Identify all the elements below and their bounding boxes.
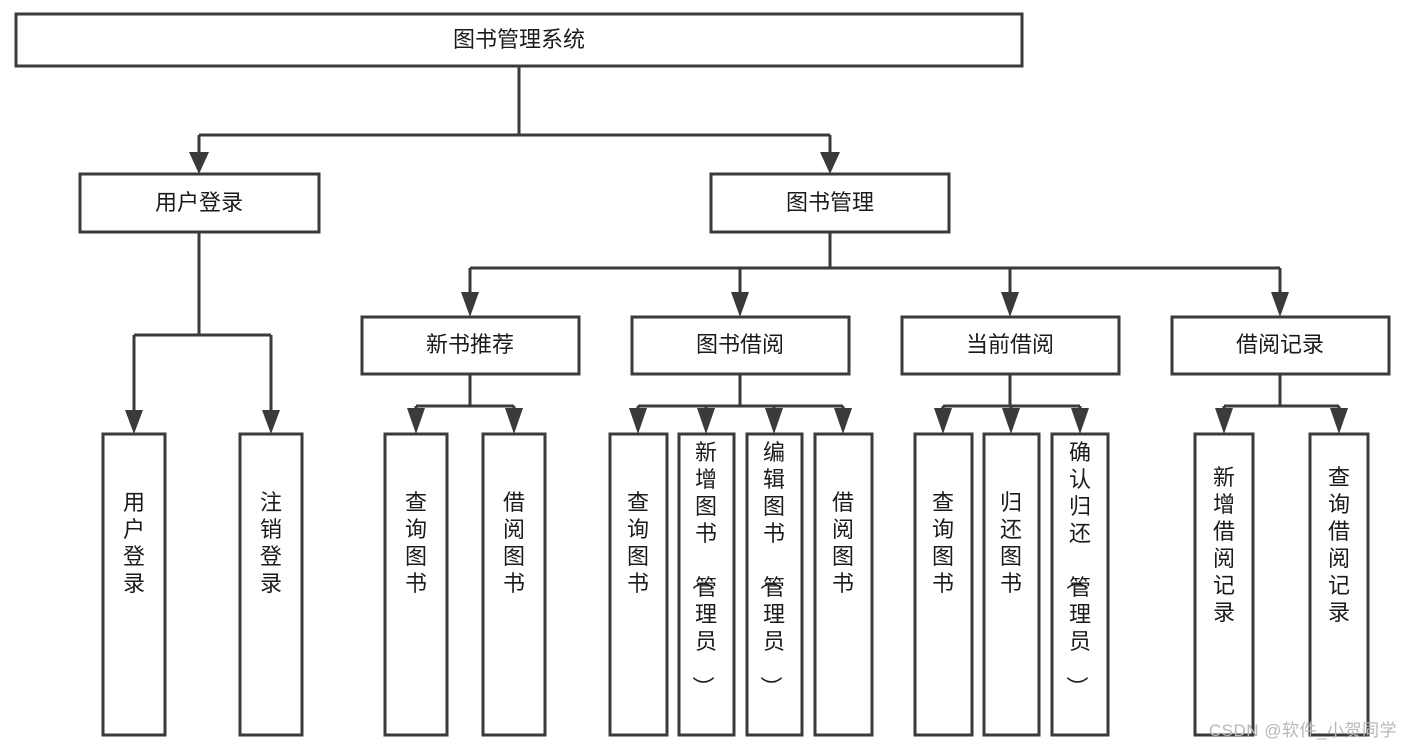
node-leaf-return-book-box[interactable] (982, 432, 1041, 737)
arrow-head-borrow-record (1271, 292, 1289, 317)
node-leaf-query-record-box[interactable] (1308, 432, 1370, 737)
node-current-borrow-label: 当前借阅 (966, 332, 1054, 357)
node-leaf-query-book-1-box[interactable] (383, 432, 449, 737)
arrow-head-leaf-add-record (1215, 408, 1233, 434)
node-leaf-user-login[interactable]: 用户登录 (101, 432, 167, 737)
node-leaf-user-login-label: 用户登录 (123, 490, 145, 596)
node-leaf-user-login-box[interactable] (101, 432, 167, 737)
node-leaf-return-book-label: 归还图书 (1000, 490, 1022, 596)
node-leaf-add-book[interactable]: 新增图书（管理员） (677, 432, 736, 737)
node-borrow-record-box[interactable] (1170, 315, 1391, 376)
node-root-label: 图书管理系统 (453, 27, 585, 52)
node-leaf-query-book-1[interactable]: 查询图书 (383, 432, 449, 737)
node-leaf-query-book-3[interactable]: 查询图书 (913, 432, 974, 737)
node-leaf-confirm-return[interactable]: 确认归还（管理员） (1050, 432, 1110, 737)
arrow-head-leaf-query-record (1330, 408, 1348, 434)
node-leaf-borrow-book-1-label: 借阅图书 (503, 490, 525, 596)
node-leaf-logout[interactable]: 注销登录 (238, 432, 304, 737)
node-book-borrow[interactable]: 图书借阅 (630, 315, 851, 376)
arrow-head-book-manage (820, 152, 840, 174)
node-leaf-query-book-3-label: 查询图书 (932, 490, 954, 596)
node-leaf-logout-box[interactable] (238, 432, 304, 737)
node-leaf-borrow-book-1-box[interactable] (481, 432, 547, 737)
node-leaf-borrow-book-2[interactable]: 借阅图书 (813, 432, 874, 737)
node-leaf-return-book[interactable]: 归还图书 (982, 432, 1041, 737)
node-leaf-add-book-label: 新增图书（管理员） (690, 440, 717, 698)
node-current-borrow-box[interactable] (900, 315, 1121, 376)
arrow-head-leaf-query-book-3 (934, 408, 952, 434)
arrow-head-current-borrow (1001, 292, 1019, 317)
node-borrow-record[interactable]: 借阅记录 (1170, 315, 1391, 376)
node-leaf-edit-book-label: 编辑图书（管理员） (758, 440, 785, 698)
node-root[interactable]: 图书管理系统 (14, 12, 1024, 68)
node-book-manage-box[interactable] (709, 172, 951, 234)
arrow-head-leaf-return-book (1002, 408, 1020, 434)
arrow-head-leaf-query-book-1 (407, 408, 425, 434)
node-new-book-rec-label: 新书推荐 (426, 332, 514, 357)
arrow-head-new-book-rec (461, 292, 479, 317)
node-leaf-query-record[interactable]: 查询借阅记录 (1308, 432, 1370, 737)
node-leaf-borrow-book-1[interactable]: 借阅图书 (481, 432, 547, 737)
node-leaf-logout-label: 注销登录 (260, 490, 282, 596)
arrow-head-leaf-confirm-return (1071, 408, 1089, 434)
node-leaf-query-record-label: 查询借阅记录 (1328, 465, 1350, 625)
node-leaf-add-record-label: 新增借阅记录 (1213, 465, 1235, 625)
node-leaf-confirm-return-label: 确认归还（管理员） (1064, 440, 1091, 698)
node-leaf-query-book-2[interactable]: 查询图书 (608, 432, 669, 737)
arrow-head-leaf-add-book (697, 408, 715, 434)
node-new-book-rec[interactable]: 新书推荐 (360, 315, 581, 376)
node-leaf-query-book-2-box[interactable] (608, 432, 669, 737)
node-leaf-query-book-2-label: 查询图书 (627, 490, 649, 596)
node-leaf-borrow-book-2-label: 借阅图书 (832, 490, 854, 596)
node-root-box[interactable] (14, 12, 1024, 68)
node-leaf-query-book-1-label: 查询图书 (405, 490, 427, 596)
connector-layer (125, 66, 1348, 434)
arrow-head-leaf-user-login (125, 410, 143, 434)
node-leaf-confirm-return-box[interactable] (1050, 432, 1110, 737)
node-new-book-rec-box[interactable] (360, 315, 581, 376)
node-user-login-box[interactable] (78, 172, 321, 234)
node-book-manage[interactable]: 图书管理 (709, 172, 951, 234)
arrow-head-leaf-edit-book (765, 408, 783, 434)
node-book-borrow-box[interactable] (630, 315, 851, 376)
node-leaf-edit-book[interactable]: 编辑图书（管理员） (745, 432, 804, 737)
node-borrow-record-label: 借阅记录 (1236, 332, 1324, 357)
node-leaf-query-book-3-box[interactable] (913, 432, 974, 737)
node-leaf-borrow-book-2-box[interactable] (813, 432, 874, 737)
node-leaf-add-book-box[interactable] (677, 432, 736, 737)
node-book-borrow-label: 图书借阅 (696, 332, 784, 357)
arrow-head-user-login (189, 152, 209, 174)
node-user-login[interactable]: 用户登录 (78, 172, 321, 234)
node-current-borrow[interactable]: 当前借阅 (900, 315, 1121, 376)
node-user-login-label: 用户登录 (155, 190, 243, 215)
arrow-head-leaf-query-book-2 (629, 408, 647, 434)
node-leaf-add-record-box[interactable] (1193, 432, 1255, 737)
arrow-head-leaf-logout (262, 410, 280, 434)
arrow-head-leaf-borrow-book-2 (834, 408, 852, 434)
arrow-head-book-borrow (731, 292, 749, 317)
node-book-manage-label: 图书管理 (786, 190, 874, 215)
node-leaf-edit-book-box[interactable] (745, 432, 804, 737)
arrow-head-leaf-borrow-book-1 (505, 408, 523, 434)
node-leaf-add-record[interactable]: 新增借阅记录 (1193, 432, 1255, 737)
